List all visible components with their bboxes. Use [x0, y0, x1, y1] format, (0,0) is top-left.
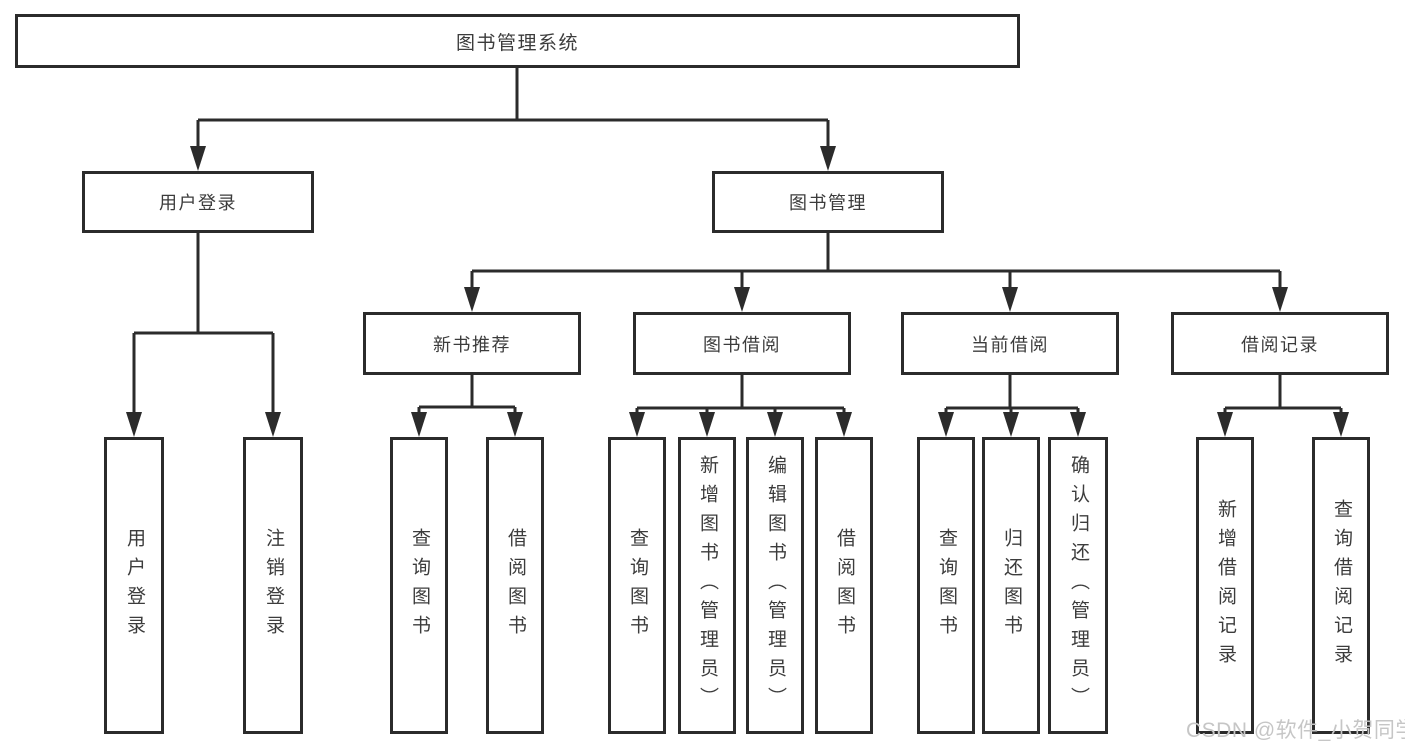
arrowhead [190, 146, 206, 171]
node-label: 借阅记录 [1241, 334, 1319, 355]
arrowhead [464, 287, 480, 312]
leaf-recommend-query-books: 查询图书 [390, 437, 448, 734]
arrowhead [767, 412, 783, 437]
node-label: 图书借阅 [703, 334, 781, 355]
arrowhead [1002, 287, 1018, 312]
node-label: 借阅图书 [504, 527, 526, 644]
leaf-logout: 注销登录 [243, 437, 303, 734]
leaf-borrow-add-books-admin: 新增图书（管理员） [678, 437, 736, 734]
node-label: 编辑图书（管理员） [764, 455, 786, 716]
leaf-user-login: 用户登录 [104, 437, 164, 734]
arrowhead [126, 412, 142, 437]
leaf-current-confirm-return-admin: 确认归还（管理员） [1048, 437, 1108, 734]
arrowhead [265, 412, 281, 437]
arrowhead [1003, 412, 1019, 437]
arrowhead [411, 412, 427, 437]
node-label: 借阅图书 [833, 527, 855, 644]
node-label: 查询图书 [408, 527, 430, 644]
node-label: 新增图书（管理员） [696, 455, 718, 716]
node-label: 新书推荐 [433, 334, 511, 355]
node-new-book-recommendation: 新书推荐 [363, 312, 581, 375]
node-label: 查询图书 [935, 527, 957, 644]
leaf-borrow-query-books: 查询图书 [608, 437, 666, 734]
arrowhead [1272, 287, 1288, 312]
leaf-current-query-books: 查询图书 [917, 437, 975, 734]
leaf-records-add-record: 新增借阅记录 [1196, 437, 1254, 734]
arrowhead [1217, 412, 1233, 437]
node-current-borrowing: 当前借阅 [901, 312, 1119, 375]
arrowhead [1333, 412, 1349, 437]
leaf-recommend-borrow-books: 借阅图书 [486, 437, 544, 734]
leaf-current-return-books: 归还图书 [982, 437, 1040, 734]
arrowhead [734, 287, 750, 312]
node-label: 归还图书 [1000, 527, 1022, 644]
leaf-records-query-record: 查询借阅记录 [1312, 437, 1370, 734]
arrowhead [836, 412, 852, 437]
node-label: 查询借阅记录 [1330, 498, 1352, 673]
node-label: 查询图书 [626, 527, 648, 644]
arrowhead [820, 146, 836, 171]
node-label: 当前借阅 [971, 334, 1049, 355]
leaf-borrow-borrow-books: 借阅图书 [815, 437, 873, 734]
csdn-watermark: CSDN @软件_小贺同学 [1186, 719, 1405, 742]
leaf-borrow-edit-books-admin: 编辑图书（管理员） [746, 437, 804, 734]
arrowhead [699, 412, 715, 437]
node-book-borrowing: 图书借阅 [633, 312, 851, 375]
node-label: 图书管理 [789, 193, 867, 213]
node-label: 用户登录 [159, 193, 237, 213]
node-book-management-branch: 图书管理 [712, 171, 944, 233]
node-label: 确认归还（管理员） [1067, 455, 1089, 716]
node-user-login-branch: 用户登录 [82, 171, 314, 233]
node-label: 新增借阅记录 [1214, 498, 1236, 673]
arrowhead [1070, 412, 1086, 437]
node-library-management-system: 图书管理系统 [15, 14, 1020, 68]
node-borrowing-records: 借阅记录 [1171, 312, 1389, 375]
arrowhead [629, 412, 645, 437]
node-label: 图书管理系统 [455, 32, 579, 54]
node-label: 用户登录 [123, 527, 145, 644]
arrowhead [507, 412, 523, 437]
node-label: 注销登录 [262, 527, 284, 644]
arrowhead [938, 412, 954, 437]
